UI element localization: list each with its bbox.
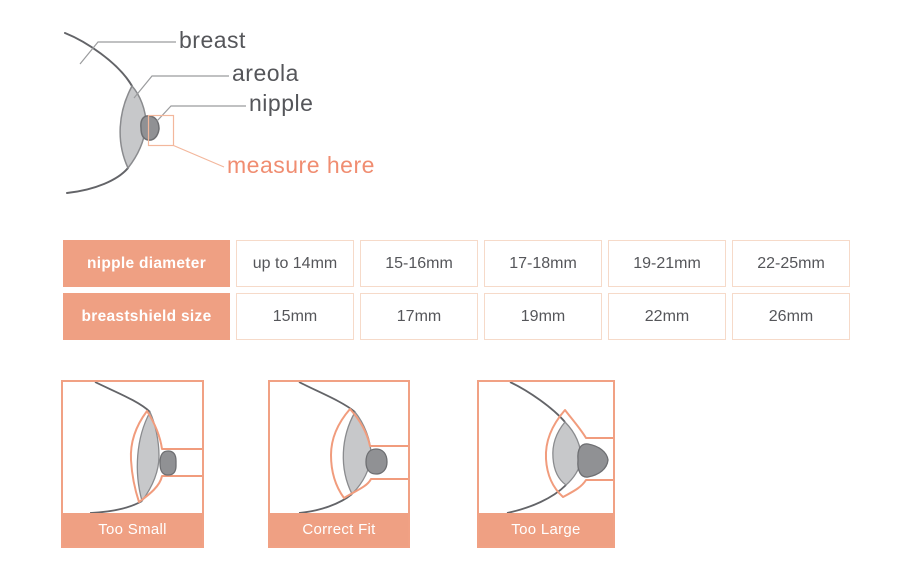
nipple-label-line <box>156 105 246 122</box>
breastshield-outline <box>544 409 613 498</box>
measure-box <box>147 114 175 147</box>
breast-label-line <box>79 41 176 65</box>
sizing-table: nipple diameter up to 14mm 15-16mm 17-18… <box>63 240 850 340</box>
row-header-breastshield-size: breastshield size <box>63 293 230 340</box>
too-large-drawing <box>506 382 613 513</box>
areola-shape <box>552 421 582 486</box>
too-large-label: Too Large <box>479 513 613 546</box>
measure-label-line <box>173 144 225 168</box>
areola-shape <box>136 410 160 503</box>
areola-label-line <box>133 75 229 99</box>
breastshield-size-cell: 22mm <box>608 293 726 340</box>
nipple-diameter-cell: 15-16mm <box>360 240 478 287</box>
correct-fit-drawing <box>298 382 408 513</box>
nipple-shape <box>365 448 388 475</box>
breastshield-size-cell: 19mm <box>484 293 602 340</box>
breast-curve-lower <box>66 167 129 194</box>
fit-example-too-large: Too Large <box>477 380 615 548</box>
breastshield-outline <box>330 408 408 499</box>
nipple-diameter-cell: 22-25mm <box>732 240 850 287</box>
breast-anatomy-diagram <box>64 32 246 194</box>
breast-curve-lower <box>298 493 353 513</box>
breast-curve <box>64 32 133 87</box>
areola-shape <box>342 410 372 496</box>
row-header-nipple-diameter: nipple diameter <box>63 240 230 287</box>
fit-example-correct-fit: Correct Fit <box>268 380 410 548</box>
nipple-label: nipple <box>249 90 314 116</box>
breast-curve-lower <box>506 484 567 513</box>
too-small-label: Too Small <box>63 513 202 546</box>
measure-here-label: measure here <box>227 152 375 178</box>
breastshield-size-cell: 26mm <box>732 293 850 340</box>
nipple-shape <box>159 450 177 476</box>
nipple-shape <box>140 115 160 141</box>
nipple-diameter-cell: 17-18mm <box>484 240 602 287</box>
correct-fit-label: Correct Fit <box>270 513 408 546</box>
breastshield-size-cell: 15mm <box>236 293 354 340</box>
areola-label: areola <box>232 60 299 86</box>
nipple-shape <box>577 443 609 478</box>
areola-shape <box>119 84 147 170</box>
breastshield-outline <box>129 410 202 503</box>
breast-curve-lower <box>89 500 143 513</box>
nipple-diameter-cell: 19-21mm <box>608 240 726 287</box>
nipple-diameter-cell: up to 14mm <box>236 240 354 287</box>
breast-curve <box>509 382 566 423</box>
breastshield-size-cell: 17mm <box>360 293 478 340</box>
breast-label: breast <box>179 27 246 53</box>
breast-curve <box>94 382 151 413</box>
fit-example-too-small: Too Small <box>61 380 204 548</box>
too-small-drawing <box>89 382 202 513</box>
breast-curve <box>298 382 356 413</box>
